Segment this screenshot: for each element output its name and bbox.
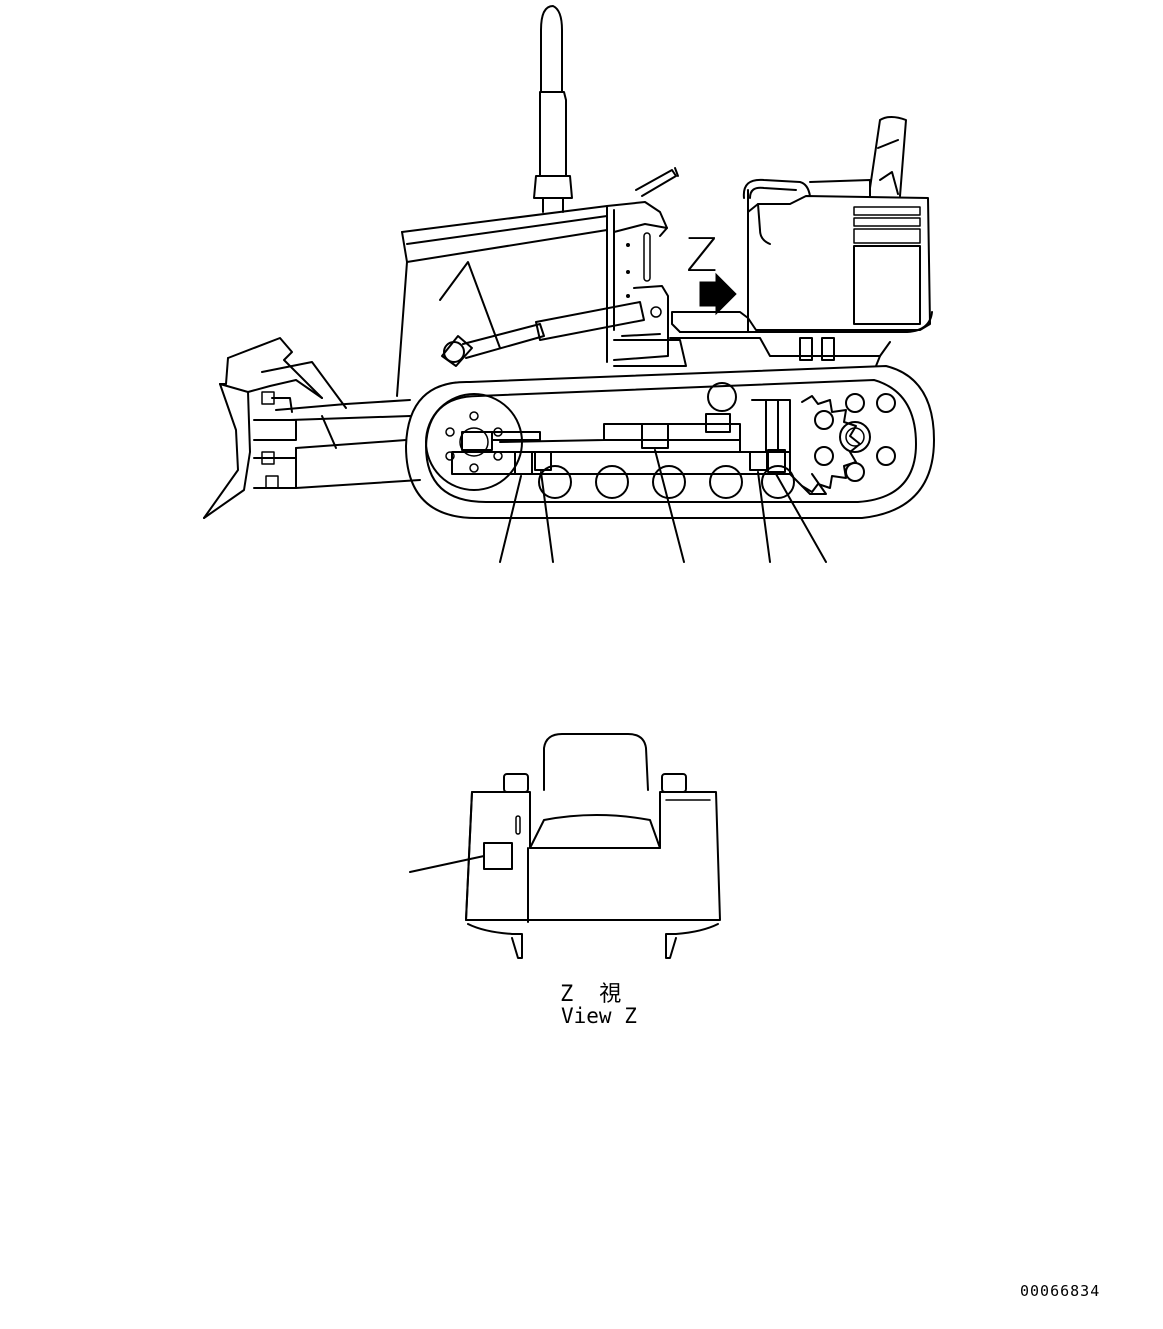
dozer-blade xyxy=(203,337,421,519)
view-z-arrow-icon xyxy=(699,272,737,316)
operator-station xyxy=(613,116,933,367)
view-z-label-location xyxy=(483,842,513,870)
drawing-number: 00066834 xyxy=(1020,1282,1101,1300)
view-z-leader-line xyxy=(409,855,485,873)
label-locations-side xyxy=(514,423,786,475)
crawler-track xyxy=(405,365,935,519)
sprocket xyxy=(801,393,896,493)
callout-leader-lines xyxy=(499,449,827,563)
view-z-marker: Z xyxy=(686,228,718,282)
engine-hood xyxy=(396,167,679,397)
view-z-drawing xyxy=(409,733,721,959)
lift-cylinder xyxy=(441,301,645,367)
view-z-caption-japanese: Z 視 xyxy=(560,982,624,1007)
view-z-caption-english: View Z xyxy=(561,1004,637,1028)
dozer-side-view xyxy=(203,5,935,563)
exhaust-stack xyxy=(533,5,573,213)
